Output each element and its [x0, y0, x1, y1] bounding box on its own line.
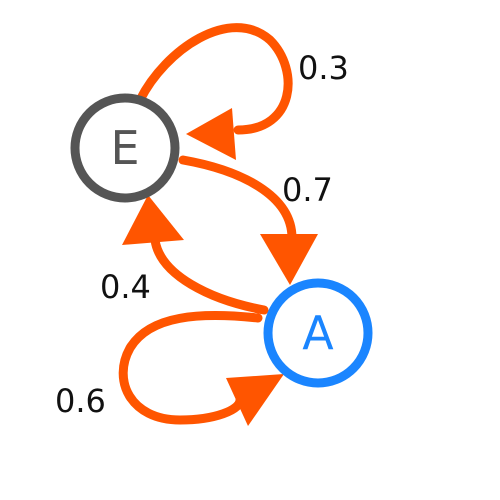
edge-a-to-e-probability: 0.4: [100, 268, 151, 306]
node-a: A: [263, 278, 373, 388]
edge-e-to-e-probability: 0.3: [298, 49, 349, 87]
edge-a-to-e-line: [150, 235, 269, 315]
node-a-circle: [263, 278, 373, 388]
edge-a-to-a: [118, 311, 284, 426]
edge-a-to-e-arrowhead: [122, 195, 184, 245]
edge-a-to-a-line: [118, 311, 263, 425]
edge-a-to-a-arrowhead: [226, 374, 284, 426]
edge-a-to-a-probability: 0.6: [55, 382, 106, 420]
edge-a-to-e: [122, 195, 269, 315]
edge-e-to-a: [178, 155, 318, 285]
edge-e-to-e-line: [135, 23, 293, 135]
node-e: E: [70, 93, 180, 203]
edge-e-to-e: [135, 23, 293, 160]
node-e-circle: [70, 93, 180, 203]
node-e-label: E: [110, 121, 139, 175]
edge-e-to-e-arrowhead: [186, 108, 236, 160]
edge-e-to-a-probability: 0.7: [282, 171, 333, 209]
node-a-label: A: [302, 306, 334, 360]
edge-e-to-a-line: [178, 155, 297, 243]
edge-e-to-a-arrowhead: [260, 234, 318, 285]
